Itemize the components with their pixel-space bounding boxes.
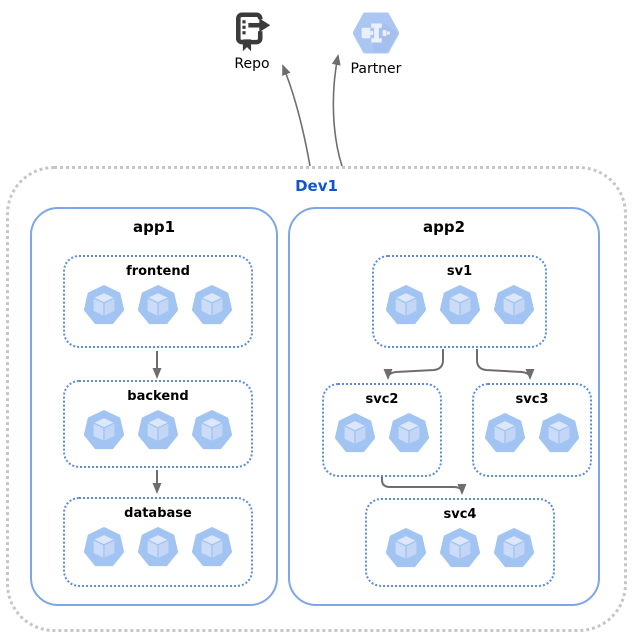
- service-svc3: svc3: [472, 383, 592, 477]
- pod-icon: [191, 410, 233, 450]
- service-svc2-label: svc2: [365, 392, 399, 407]
- svc4-pods: [385, 527, 535, 569]
- backend-pods: [83, 409, 233, 451]
- service-sv1-label: sv1: [446, 264, 473, 279]
- app2-box: app2 sv1 svc2 svc3 svc4: [288, 207, 600, 606]
- pod-icon: [191, 285, 233, 325]
- pod-icon: [137, 285, 179, 325]
- pod-icon: [439, 528, 481, 568]
- service-svc2: svc2: [322, 383, 442, 477]
- pod-icon: [137, 410, 179, 450]
- pod-icon: [385, 528, 427, 568]
- service-svc3-label: svc3: [515, 392, 549, 407]
- service-svc4-label: svc4: [443, 507, 477, 522]
- database-pods: [83, 526, 233, 568]
- partner-hexagon-icon: [353, 12, 399, 54]
- service-database-label: database: [124, 506, 192, 521]
- repo-label: Repo: [234, 56, 270, 72]
- app2-label: app2: [422, 218, 466, 236]
- node-partner: Partner: [346, 12, 406, 77]
- edge-dev1-repo: [282, 64, 311, 167]
- pod-icon: [538, 413, 580, 453]
- svc2-pods: [334, 412, 430, 454]
- pod-icon: [385, 285, 426, 325]
- pod-icon: [388, 413, 430, 453]
- pod-icon: [439, 285, 480, 325]
- source-repo-icon: [236, 12, 271, 52]
- edge-dev1-partner: [331, 54, 343, 167]
- partner-label: Partner: [350, 61, 402, 77]
- service-sv1: sv1: [372, 255, 547, 348]
- pod-icon: [137, 527, 179, 567]
- pod-icon: [493, 528, 535, 568]
- dev-boundary-label: Dev1: [295, 177, 338, 195]
- service-backend-label: backend: [127, 389, 189, 404]
- pod-icon: [83, 527, 125, 567]
- service-backend: backend: [63, 380, 253, 468]
- app1-label: app1: [132, 218, 176, 236]
- dev-boundary: Dev1 app1 frontend backend database app2…: [6, 166, 627, 632]
- pod-icon: [83, 285, 125, 325]
- service-database: database: [63, 497, 253, 587]
- pod-icon: [334, 413, 376, 453]
- service-frontend-label: frontend: [126, 264, 190, 279]
- pod-icon: [83, 410, 125, 450]
- svc3-pods: [484, 412, 580, 454]
- pod-icon: [493, 285, 534, 325]
- pod-icon: [191, 527, 233, 567]
- pod-icon: [484, 413, 526, 453]
- service-svc4: svc4: [365, 498, 555, 587]
- node-repo: Repo: [220, 10, 284, 72]
- app1-box: app1 frontend backend database: [30, 207, 278, 606]
- frontend-pods: [83, 284, 233, 326]
- service-frontend: frontend: [63, 255, 253, 348]
- sv1-pods: [385, 284, 535, 326]
